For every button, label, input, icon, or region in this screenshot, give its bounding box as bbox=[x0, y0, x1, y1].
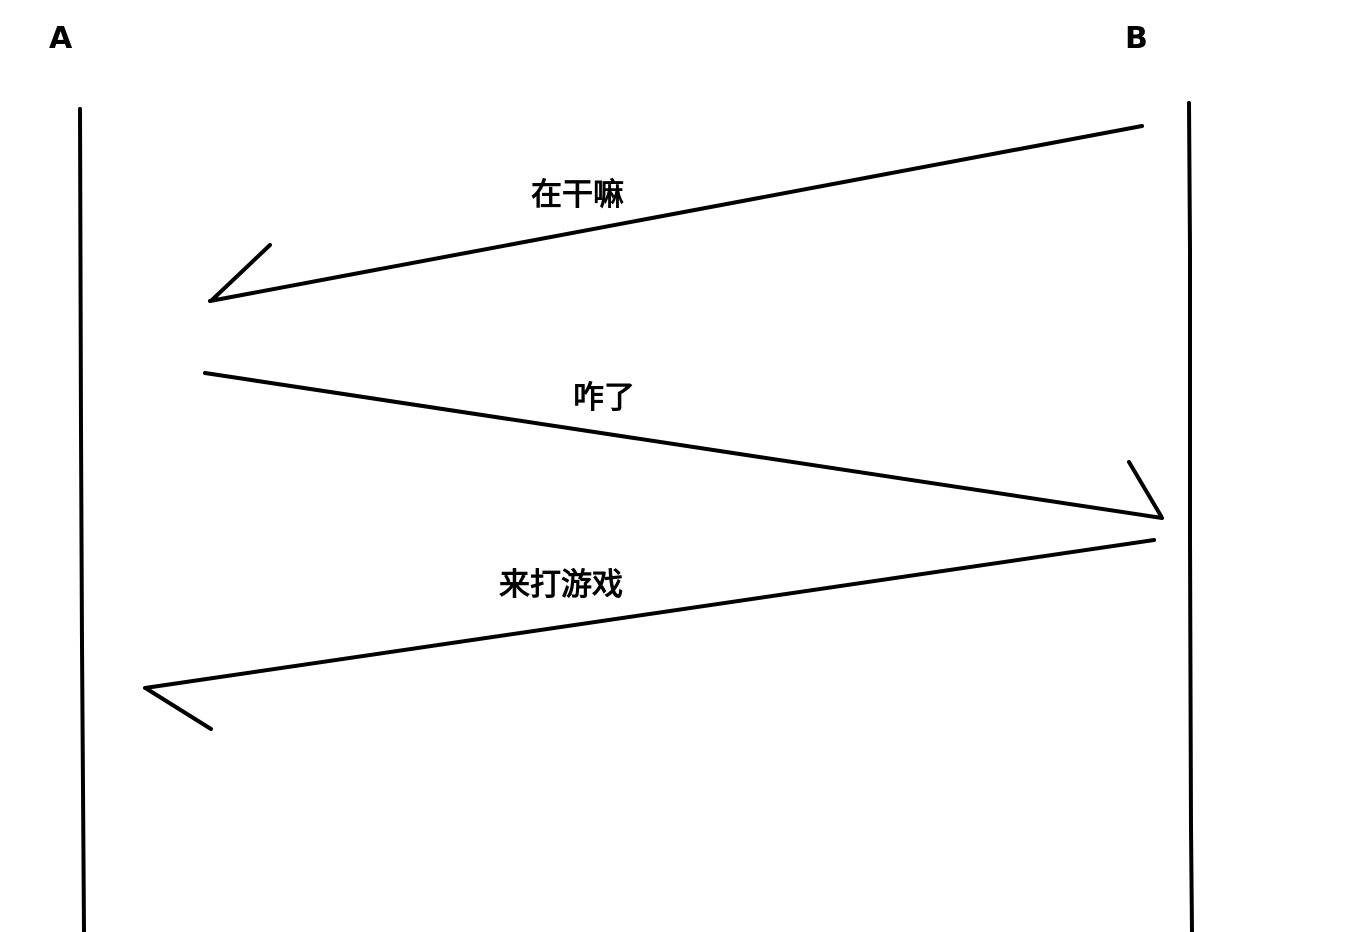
message-3-label: 来打游戏 bbox=[499, 567, 623, 603]
message-1-arrowhead bbox=[210, 243, 272, 302]
message-2-arrow-line bbox=[203, 371, 1164, 520]
message-1-arrow-line bbox=[208, 124, 1144, 303]
message-2-arrowhead bbox=[1127, 460, 1163, 518]
lifeline-a bbox=[78, 107, 86, 932]
message-2-label: 咋了 bbox=[573, 380, 635, 416]
lifeline-b bbox=[1187, 101, 1194, 932]
message-3-arrow-line bbox=[143, 538, 1156, 690]
participant-a-label: A bbox=[49, 21, 73, 56]
message-1-label: 在干嘛 bbox=[531, 177, 624, 213]
participant-b-label: B bbox=[1125, 21, 1148, 56]
message-3-arrowhead bbox=[145, 687, 213, 731]
